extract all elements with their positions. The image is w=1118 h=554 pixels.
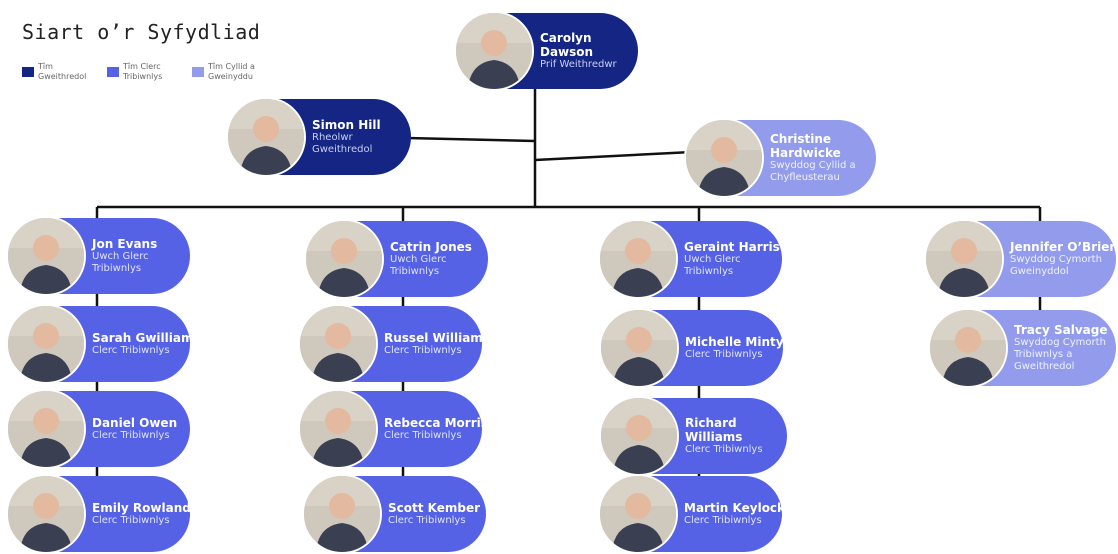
- person-role: Clerc Tribiwnlys: [685, 444, 763, 455]
- legend-swatch-exec: [22, 67, 34, 77]
- portrait-photo: [598, 474, 678, 554]
- person-card-martin: Martin Keylock Clerc Tribiwnlys: [598, 474, 786, 554]
- legend-swatch-clerk: [107, 67, 119, 77]
- person-role: Clerc Tribiwnlys: [388, 515, 466, 526]
- person-role: Rheolwr Gweithredol: [312, 132, 373, 155]
- portrait-photo: [928, 308, 1008, 388]
- person-role: Uwch Glerc Tribiwnlys: [92, 251, 149, 274]
- portrait-photo: [298, 389, 378, 469]
- person-card-richard: Richard Williams Clerc Tribiwnlys: [599, 396, 787, 476]
- person-role: Swyddog Cymorth Gweinyddol: [1010, 254, 1102, 277]
- person-role: Clerc Tribiwnlys: [685, 349, 763, 360]
- legend-label: Tîm Clerc Tribiwnlys: [123, 62, 163, 81]
- person-name: Scott Kember: [388, 501, 481, 515]
- person-name: Simon Hill: [312, 118, 381, 132]
- portrait-photo: [6, 474, 86, 554]
- portrait-photo: [684, 118, 764, 198]
- person-role: Uwch Glerc Tribiwnlys: [390, 254, 447, 277]
- person-name: Emily Rowlands: [92, 501, 198, 515]
- person-role: Uwch Glerc Tribiwnlys: [684, 254, 741, 277]
- person-card-carolyn: Carolyn Dawson Prif Weithredwr: [454, 11, 638, 91]
- portrait-photo: [226, 97, 306, 177]
- person-name: Geraint Harris: [684, 240, 780, 254]
- person-name: Carolyn Dawson: [540, 31, 594, 59]
- person-name: Sarah Gwilliam: [92, 331, 194, 345]
- portrait-photo: [304, 219, 384, 299]
- portrait-photo: [302, 474, 382, 554]
- person-role: Prif Weithredwr: [540, 59, 617, 70]
- person-name: Jennifer O’Brien: [1010, 240, 1118, 254]
- legend-item-finance: Tîm Cyllid a Gweinyddu: [192, 62, 268, 82]
- portrait-photo: [598, 219, 678, 299]
- person-card-geraint: Geraint Harris Uwch Glerc Tribiwnlys: [598, 219, 782, 299]
- legend-item-clerk: Tîm Clerc Tribiwnlys: [107, 62, 183, 82]
- person-card-jennifer: Jennifer O’Brien Swyddog Cymorth Gweinyd…: [924, 219, 1118, 299]
- portrait-photo: [6, 216, 86, 296]
- legend-swatch-finance: [192, 67, 204, 77]
- person-role: Clerc Tribiwnlys: [92, 430, 170, 441]
- person-card-daniel: Daniel Owen Clerc Tribiwnlys: [6, 389, 190, 469]
- person-role: Clerc Tribiwnlys: [92, 345, 170, 356]
- person-name: Richard Williams: [685, 416, 743, 444]
- person-name: Christine Hardwicke: [770, 132, 841, 160]
- person-card-christine: Christine Hardwicke Swyddog Cyllid a Chy…: [684, 118, 876, 198]
- person-card-tracy: Tracy Salvage Swyddog Cymorth Tribiwnlys…: [928, 308, 1116, 388]
- person-role: Swyddog Cyllid a Chyfleusterau: [770, 160, 856, 183]
- person-name: Daniel Owen: [92, 416, 178, 430]
- person-role: Clerc Tribiwnlys: [384, 430, 462, 441]
- person-card-catrin: Catrin Jones Uwch Glerc Tribiwnlys: [304, 219, 488, 299]
- person-name: Jon Evans: [92, 237, 158, 251]
- person-role: Clerc Tribiwnlys: [684, 515, 762, 526]
- person-card-scott: Scott Kember Clerc Tribiwnlys: [302, 474, 486, 554]
- portrait-photo: [6, 389, 86, 469]
- portrait-photo: [298, 304, 378, 384]
- legend-label: Tîm Gweithredol: [38, 62, 87, 81]
- person-card-russel: Russel Williams Clerc Tribiwnlys: [298, 304, 490, 384]
- portrait-photo: [6, 304, 86, 384]
- person-card-emily: Emily Rowlands Clerc Tribiwnlys: [6, 474, 198, 554]
- portrait-photo: [599, 308, 679, 388]
- person-name: Michelle Minty: [685, 335, 784, 349]
- person-name: Tracy Salvage: [1014, 323, 1108, 337]
- person-role: Clerc Tribiwnlys: [384, 345, 462, 356]
- person-role: Clerc Tribiwnlys: [92, 515, 170, 526]
- portrait-photo: [454, 11, 534, 91]
- person-card-sarah: Sarah Gwilliam Clerc Tribiwnlys: [6, 304, 194, 384]
- person-card-jon: Jon Evans Uwch Glerc Tribiwnlys: [6, 216, 190, 296]
- legend-label: Tîm Cyllid a Gweinyddu: [208, 62, 255, 81]
- person-card-rebecca: Rebecca Morris Clerc Tribiwnlys: [298, 389, 488, 469]
- person-name: Martin Keylock: [684, 501, 786, 515]
- chart-title: Siart o’r Syfydliad: [22, 20, 261, 44]
- person-name: Russel Williams: [384, 331, 490, 345]
- person-role: Swyddog Cymorth Tribiwnlys a Gweithredol: [1014, 337, 1106, 372]
- portrait-photo: [599, 396, 679, 476]
- person-card-simon: Simon Hill Rheolwr Gweithredol: [226, 97, 411, 177]
- person-name: Rebecca Morris: [384, 416, 488, 430]
- person-card-michelle: Michelle Minty Clerc Tribiwnlys: [599, 308, 784, 388]
- person-name: Catrin Jones: [390, 240, 472, 254]
- legend-item-exec: Tîm Gweithredol: [22, 62, 98, 82]
- portrait-photo: [924, 219, 1004, 299]
